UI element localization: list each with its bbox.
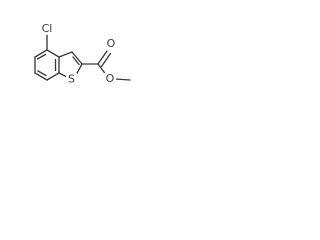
bond-c6-c7-inner [37,70,47,77]
atom-ester-oxygen: O [104,72,116,85]
bond-c3a-c3 [58,51,73,58]
atom-sulfur: S [66,73,77,86]
bond-carbonyl-o-double-1 [97,50,108,65]
bond-c3-c2-inner [72,56,80,66]
bond-c6-c7 [34,72,48,81]
atom-chlorine: Cl [39,22,55,35]
bond-s1-c7a [58,72,68,78]
bond-c4-c5 [34,49,48,58]
bond-c3a-c4 [46,49,60,58]
ester-oxygen-label: O [106,72,115,85]
carbonyl-oxygen-label: O [107,37,116,50]
bond-carbonyl-o-double-2 [100,52,112,68]
bond-c7-c7a [46,72,60,81]
bond-ester-o-methyl [114,78,131,81]
chlorine-label: Cl [42,22,53,35]
benzene-ring [34,49,60,81]
sulfur-label: S [68,73,75,86]
bond-c3-c2 [71,51,83,65]
bond-c4-c5-inner [36,53,47,60]
chemical-structure-diagram: Cl S O O [34,22,131,86]
atom-carbonyl-oxygen: O [105,37,117,50]
